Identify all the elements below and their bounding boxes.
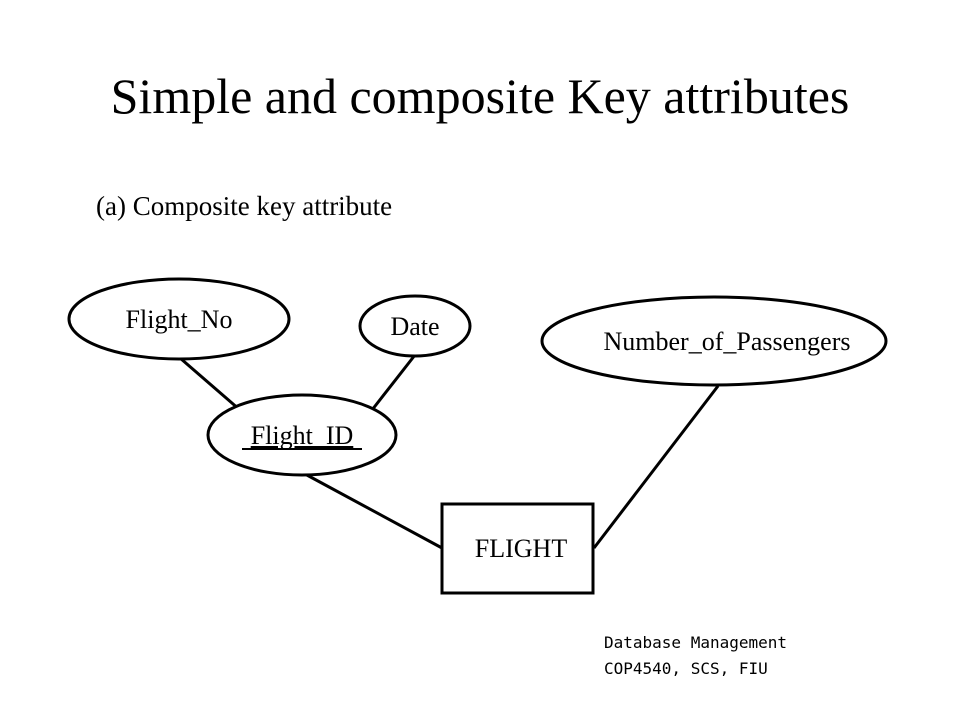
footer-course-info: COP4540, SCS, FIU [604, 659, 768, 678]
flight-id-key-attribute [206, 393, 398, 477]
flight-no-label: Flight_No [126, 305, 233, 334]
date-to-flight-id-line [370, 354, 417, 411]
flight-no-attribute [67, 277, 291, 361]
footer: Database Management COP4540, SCS, FIU [604, 630, 787, 682]
date-label: Date [390, 312, 439, 341]
flight-no-to-flight-id-line [179, 356, 241, 412]
diagram-subtitle: (a) Composite key attribute [96, 191, 393, 221]
flight-entity-label: FLIGHT [475, 534, 568, 563]
slide-title: Simple and composite Key attributes [110, 68, 850, 124]
footer-course-name: Database Management [604, 633, 788, 652]
date-attribute [358, 294, 472, 358]
flight-id-label: Flight_ID [251, 421, 354, 450]
number-of-passengers-label: Number_of_Passengers [604, 327, 851, 356]
flight-id-to-flight-line [304, 472, 443, 550]
number-of-passengers-attribute [540, 295, 888, 387]
flight-entity [440, 502, 595, 595]
passengers-to-flight-line [592, 385, 720, 549]
